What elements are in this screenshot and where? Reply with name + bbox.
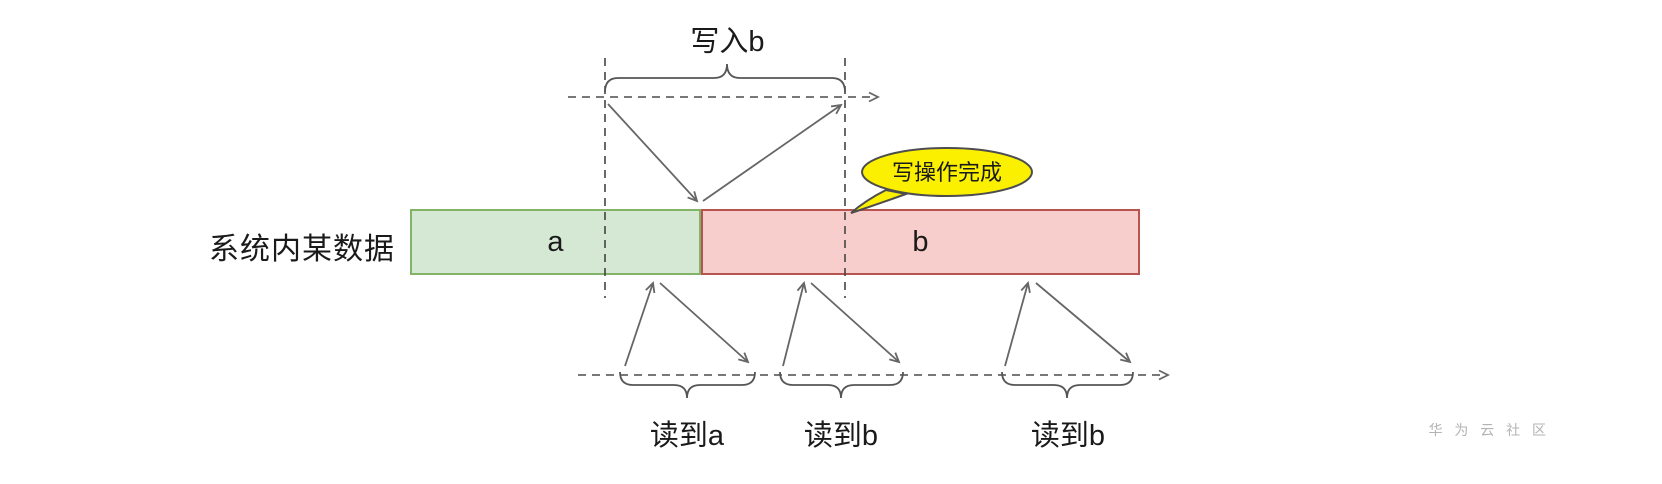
segment-b-label: b: [912, 225, 929, 258]
write-finish-arrow: [702, 103, 843, 202]
read-b-label-2: 读到b: [1030, 420, 1106, 452]
write-brace: [604, 63, 846, 93]
read2-up-arrow: [782, 281, 808, 367]
callout-label: 写操作完成: [892, 160, 1002, 185]
read-a-label: 读到a: [649, 420, 725, 452]
read2-brace: [779, 371, 904, 399]
read1-up-arrow: [624, 281, 656, 367]
read1-brace: [619, 371, 756, 399]
write-begin-arrow: [607, 103, 699, 203]
data-bar-label: 系统内某数据: [209, 233, 395, 266]
data-segment-b: b: [701, 209, 1140, 275]
read3-down-arrow: [1035, 282, 1132, 364]
segment-a-label: a: [547, 225, 564, 258]
read3-brace: [1001, 371, 1134, 399]
write-b-label: 写入b: [690, 26, 765, 58]
read-b-label-1: 读到b: [803, 420, 879, 452]
read1-down-arrow: [659, 282, 750, 364]
data-segment-a: a: [410, 209, 701, 275]
callout-bubble: [861, 147, 1033, 197]
write-complete-callout: 写操作完成: [850, 147, 1033, 214]
watermark: 华 为 云 社 区: [1428, 422, 1550, 438]
read3-up-arrow: [1004, 281, 1031, 367]
read2-down-arrow: [810, 282, 901, 364]
